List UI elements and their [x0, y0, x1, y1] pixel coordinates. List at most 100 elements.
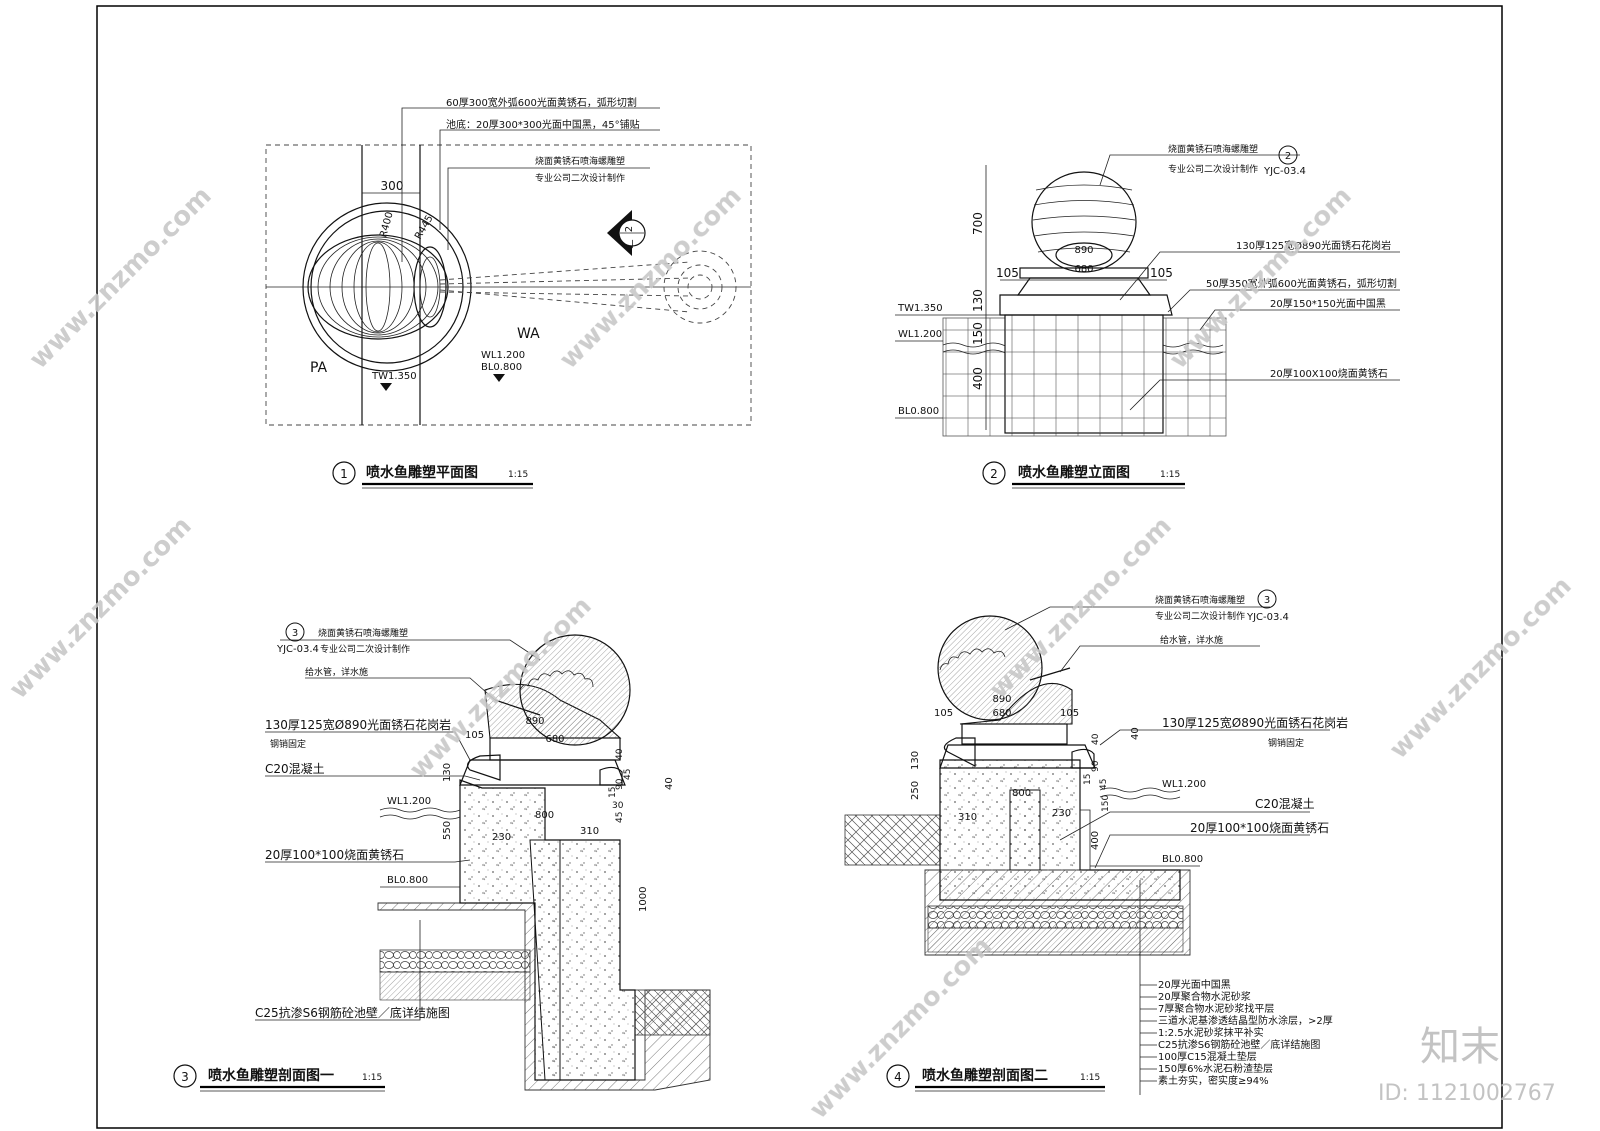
watermark-id: ID: 1121002767	[1378, 1081, 1556, 1106]
elev-dim-150: 150	[971, 322, 985, 345]
s1-title-num: 3	[181, 1070, 189, 1084]
s2-note-7: 20厚100*100烧面黄锈石	[1190, 821, 1329, 835]
s2-note-5: 钢销固定	[1268, 737, 1304, 749]
plan-title: 喷水鱼雕塑平面图	[366, 464, 478, 481]
s1-level-bl: BL0.800	[387, 875, 428, 886]
elev-note-3: 130厚125宽Ø890光面锈石花岗岩	[1236, 239, 1391, 252]
s1-note-6: C20混凝土	[265, 761, 325, 776]
s2-level-wl: WL1.200	[1162, 779, 1206, 790]
s1-scale: 1:15	[362, 1073, 382, 1083]
watermarks: www.znzmo.com www.znzmo.com www.znzmo.co…	[4, 181, 1578, 1125]
plan-section-num: 2	[624, 226, 635, 232]
s2-layer-1: 20厚光面中国黑	[1158, 978, 1231, 991]
s1-title: 喷水鱼雕塑剖面图一	[208, 1067, 334, 1084]
elev-dim-105a: 105	[996, 266, 1019, 280]
s1-dim-90: 90	[615, 778, 625, 790]
s2-layer-6: C25抗渗S6钢筋砼池壁／底详结施图	[1158, 1038, 1320, 1051]
plan-title-num: 1	[340, 467, 348, 481]
watermark-site: www.znzmo.com	[984, 511, 1178, 705]
plan-label-wa: WA	[517, 326, 540, 342]
s2-layer-3: 7厚聚合物水泥砂浆找平层	[1158, 1002, 1274, 1015]
s1-dim-45a: 45	[623, 769, 633, 780]
elev-level-wl: WL1.200	[898, 329, 942, 340]
plan-view: 2 一 300 R400 R445 60厚300宽外弧600光面黄锈石，弧形切割…	[265, 96, 752, 489]
s1-dim-890: 890	[525, 716, 544, 727]
s2-dim-90: 90	[1091, 760, 1101, 772]
s1-dim-45b: 45	[615, 812, 625, 823]
s2-dim-890: 890	[992, 694, 1011, 705]
elev-dim-105b: 105	[1150, 266, 1173, 280]
s1-dim-40: 40	[615, 748, 625, 760]
sheet-frame	[96, 5, 1503, 1129]
inner-ring	[310, 210, 464, 364]
s2-layer-4: 三道水泥基渗透结晶型防水涂层，>2厚	[1158, 1014, 1333, 1027]
elevation-view: 890 680 700 130 150 400 105 105 TW1.350 …	[895, 143, 1400, 489]
s2-dim-45: 45	[1099, 779, 1109, 790]
elev-title: 喷水鱼雕塑立面图	[1018, 464, 1130, 481]
plan-label-pa: PA	[310, 360, 328, 376]
elev-scale: 1:15	[1160, 470, 1180, 480]
s1-note-1: 烧面黄锈石喷海螺雕塑	[318, 627, 408, 639]
s1-dim-30: 30	[612, 801, 624, 811]
s2-dim-800: 800	[1012, 788, 1031, 799]
s1-dim-h40: 40	[664, 777, 675, 790]
s1-note-4: 130厚125宽Ø890光面锈石花岗岩	[265, 717, 451, 732]
s1-note-2: 专业公司二次设计制作	[320, 643, 410, 655]
s1-note-8: C25抗渗S6钢筋砼池壁／底详结施图	[255, 1005, 450, 1020]
elev-dim-700: 700	[971, 212, 985, 235]
s1-ref-num: 3	[292, 628, 298, 639]
elev-level-bl: BL0.800	[898, 406, 939, 417]
elev-title-num: 2	[990, 467, 998, 481]
s2-title: 喷水鱼雕塑剖面图二	[922, 1067, 1048, 1084]
s2-dim-130: 130	[910, 751, 921, 770]
s1-dim-105: 105	[465, 730, 484, 741]
elev-note-1: 烧面黄锈石喷海螺雕塑	[1168, 143, 1258, 155]
s2-dim-230: 230	[1052, 808, 1071, 819]
plan-level-wl: WL1.200	[481, 350, 525, 361]
elev-note-6: 20厚100X100烧面黄锈石	[1270, 367, 1388, 380]
s1-dim-130: 130	[442, 763, 453, 782]
s2-layer-9: 素土夯实，密实度≥94%	[1158, 1074, 1269, 1087]
plan-level-tw: TW1.350	[371, 371, 417, 382]
s2-dim-105b: 105	[1060, 708, 1079, 719]
plan-boundary	[265, 144, 752, 426]
elev-note-4: 50厚350宽外弧600光面黄锈石，弧形切割	[1206, 277, 1397, 290]
s1-dim-15: 15	[608, 787, 618, 798]
s2-layer-8: 150厚6%水泥石粉渣垫层	[1158, 1062, 1273, 1075]
plan-note-4: 专业公司二次设计制作	[535, 172, 625, 184]
s2-level-bl: BL0.800	[1162, 854, 1203, 865]
watermark-site: www.znzmo.com	[1164, 181, 1358, 375]
s2-dim-400: 400	[1090, 831, 1101, 850]
s2-note-6: C20混凝土	[1255, 796, 1315, 811]
s1-dim-800: 800	[535, 810, 554, 821]
watermark-site: www.znzmo.com	[1384, 571, 1578, 765]
plan-note-3: 烧面黄锈石喷海螺雕塑	[535, 155, 625, 167]
s2-dim-15: 15	[1083, 774, 1093, 785]
watermark-brand: 知末	[1420, 1024, 1500, 1070]
plan-note-2: 池底：20厚300*300光面中国黑，45°铺贴	[446, 118, 640, 131]
s2-ref-code: YJC-03.4	[1246, 612, 1289, 623]
s2-dim-h40: 40	[1130, 727, 1141, 740]
elev-note-5: 20厚150*150光面中国黑	[1270, 297, 1386, 310]
plan-section-ref: 一	[629, 239, 639, 248]
s1-note-7: 20厚100*100烧面黄锈石	[265, 848, 404, 862]
elev-level-tw: TW1.350	[897, 303, 943, 314]
s1-dim-680: 680	[545, 734, 564, 745]
watermark-site: www.znzmo.com	[804, 931, 998, 1125]
elev-dim-400: 400	[971, 367, 985, 390]
watermark-site: www.znzmo.com	[554, 181, 748, 375]
s2-layer-7: 100厚C15混凝土垫层	[1158, 1050, 1257, 1063]
s1-dim-310: 310	[580, 826, 599, 837]
plan-dim-300: 300	[381, 179, 404, 193]
plan-level-bl: BL0.800	[481, 362, 522, 373]
s2-note-3: 给水管，详水施	[1160, 634, 1223, 646]
outer-ring	[302, 202, 472, 372]
section-two-view: WL1.200 BL0.800 890 680 105 105 130 250 …	[844, 589, 1348, 1095]
plan-dim-r400: R400	[378, 211, 395, 239]
elev-ref-num: 2	[1285, 151, 1291, 162]
s1-note-5: 钢销固定	[270, 738, 306, 750]
plan-note-1: 60厚300宽外弧600光面黄锈石，弧形切割	[446, 96, 637, 109]
watermark-site: www.znzmo.com	[24, 181, 218, 375]
s1-dim-1000: 1000	[638, 887, 649, 912]
